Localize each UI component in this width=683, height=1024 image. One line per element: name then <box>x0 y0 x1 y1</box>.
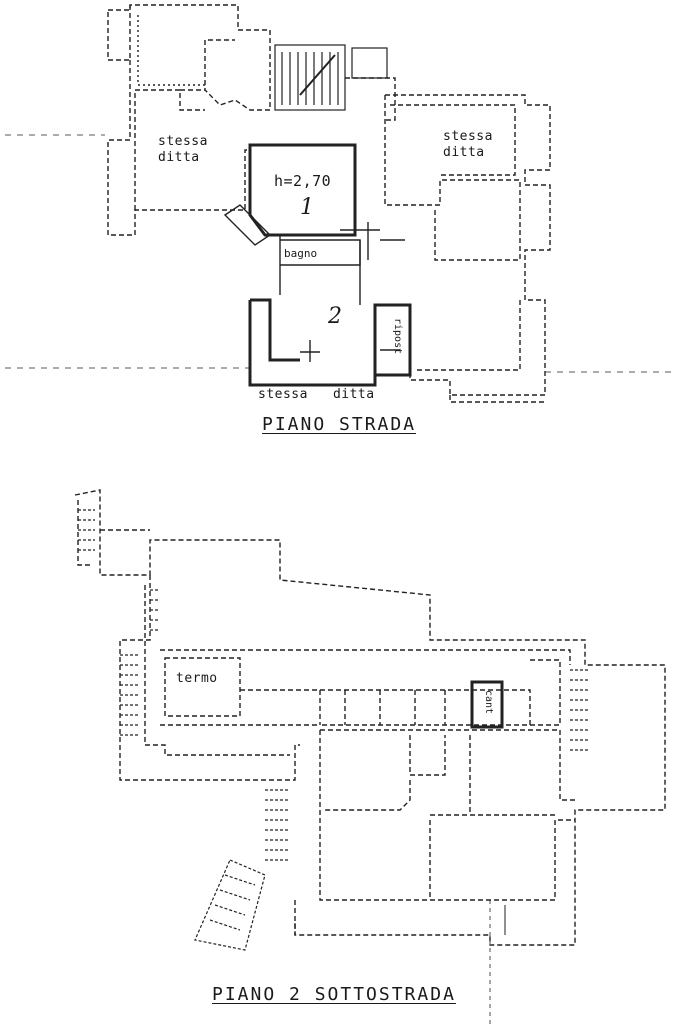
ripost-label: ripost <box>392 318 403 355</box>
room-number-1: 1 <box>300 195 314 220</box>
room-number-2: 2 <box>328 304 342 329</box>
room-height-label: h=2,70 <box>274 172 332 190</box>
upper-left-body <box>107 60 250 236</box>
label-stessa-ditta-left: stessa ditta <box>158 134 208 165</box>
label-stessa-ditta-bottom: stessa ditta <box>258 387 375 402</box>
lower-outline-left <box>119 575 300 781</box>
cantina-label: cant <box>483 690 494 715</box>
upper-plan-title: PIANO STRADA <box>262 414 417 435</box>
lower-plan-title: PIANO 2 SOTTOSTRADA <box>212 984 456 1005</box>
upper-left-outer <box>107 5 131 61</box>
bagno-label: bagno <box>284 247 318 260</box>
cantina-room <box>470 680 504 729</box>
termo-label: termo <box>176 671 218 686</box>
room-1-walls <box>248 143 357 237</box>
room-2-walls <box>248 300 412 387</box>
label-stessa-ditta-right: stessa ditta <box>443 129 493 160</box>
upper-left-block <box>108 4 271 111</box>
termo-room <box>164 657 241 717</box>
upper-right-block <box>385 94 551 396</box>
lower-outline-top <box>74 489 666 946</box>
